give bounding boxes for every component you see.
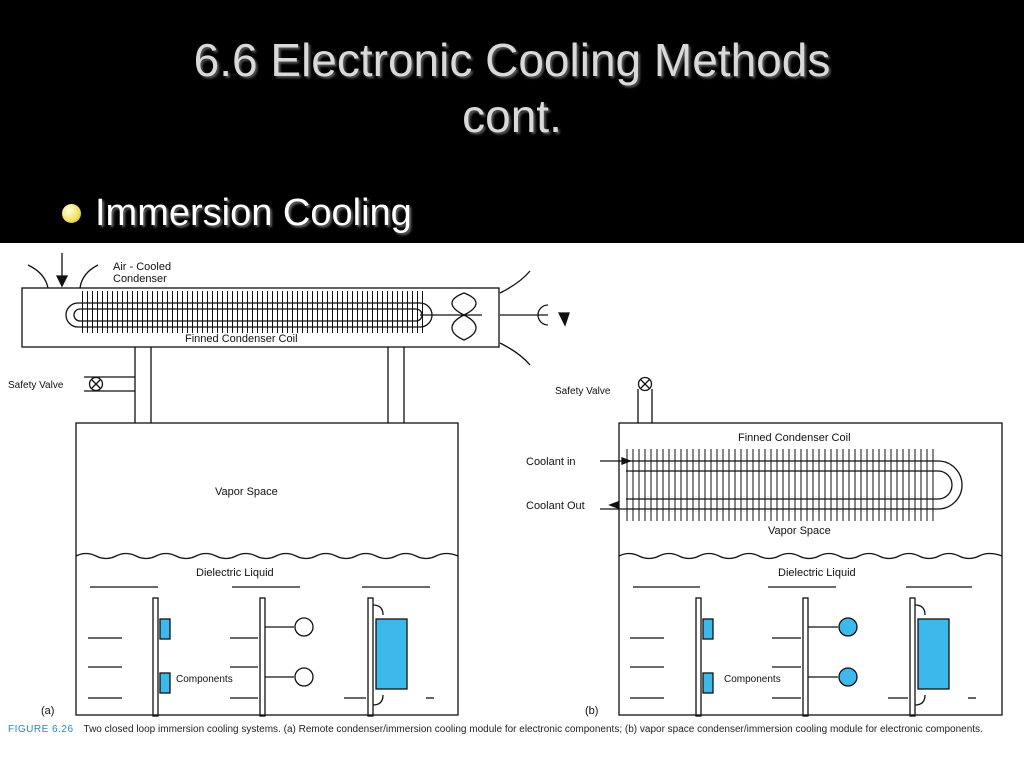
- circuit-board-b1: [695, 597, 702, 717]
- circuit-board-b3: [909, 597, 916, 717]
- component-a5: [375, 618, 408, 690]
- component-b1: [702, 618, 714, 640]
- label-components-a: Components: [176, 674, 233, 685]
- bullet-item: Immersion Cooling: [62, 190, 412, 236]
- figure-caption-text: Two closed loop immersion cooling system…: [83, 724, 983, 735]
- component-a4: [294, 667, 314, 687]
- bullet-text: Immersion Cooling: [95, 192, 412, 234]
- label-figure-b: (b): [585, 705, 598, 717]
- exhaust-curve-upper: [499, 270, 531, 294]
- condenser-coil-outer: [65, 302, 433, 328]
- label-finned-coil-a: Finned Condenser Coil: [185, 333, 298, 345]
- circuit-board-b2: [802, 597, 809, 717]
- label-components-b: Components: [724, 674, 781, 685]
- immersion-cooling-diagram: Air - Cooled Condenser Finned Condenser …: [8, 253, 1003, 717]
- diagram-a: [21, 253, 570, 717]
- safety-valve-b-icon: [637, 376, 653, 392]
- label-air-cooled-1: Air - Cooled: [113, 261, 171, 273]
- condenser-coil-outer-b: [600, 460, 963, 510]
- safety-valve-icon: [88, 376, 104, 392]
- label-safety-valve-b: Safety Valve: [555, 386, 611, 397]
- label-dielectric-b: Dielectric Liquid: [778, 567, 856, 579]
- component-b2: [702, 672, 714, 694]
- fan-blade-lower: [451, 314, 477, 341]
- air-inlet-curve-left: [27, 264, 49, 289]
- liquid-surface-b: [618, 552, 1003, 560]
- exhaust-curve-lower: [499, 342, 531, 366]
- condenser-fins-b: [626, 449, 938, 521]
- diagram-b: [600, 376, 1003, 717]
- component-a1: [159, 618, 171, 640]
- label-finned-coil-b: Finned Condenser Coil: [738, 432, 851, 444]
- component-b5: [917, 618, 950, 690]
- bullet-dot-icon: [62, 203, 81, 223]
- component-b3: [838, 617, 858, 637]
- figure-number: FIGURE 6.26: [8, 724, 74, 735]
- circuit-board-a1: [152, 597, 159, 717]
- label-coolant-out: Coolant Out: [526, 500, 585, 512]
- condenser-coil-inner-b: [626, 470, 953, 500]
- label-air-cooled-2: Condenser: [113, 273, 167, 285]
- label-coolant-in: Coolant in: [526, 456, 576, 468]
- tank-a: [75, 422, 459, 716]
- air-inlet-curve-right: [79, 264, 99, 289]
- exhaust-arrowhead: [557, 312, 570, 327]
- slide-title: 6.6 Electronic Cooling Methods cont.: [0, 32, 1024, 144]
- fan-blade-upper: [451, 292, 477, 316]
- component-a2: [159, 672, 171, 694]
- tank-b: [618, 422, 1003, 716]
- circuit-board-a2: [259, 597, 266, 717]
- label-safety-valve-a: Safety Valve: [8, 380, 64, 391]
- figure-caption: FIGURE 6.26 Two closed loop immersion coo…: [8, 723, 1013, 737]
- circuit-board-a3: [367, 597, 374, 717]
- slide-title-line-2: cont.: [462, 90, 562, 142]
- label-figure-a: (a): [41, 705, 54, 717]
- liquid-surface-a: [75, 552, 459, 560]
- air-inlet-arrowhead: [55, 275, 69, 288]
- condenser-fins: [78, 291, 423, 333]
- label-vapor-space-a: Vapor Space: [215, 486, 278, 498]
- label-dielectric-a: Dielectric Liquid: [196, 567, 274, 579]
- component-a3: [294, 617, 314, 637]
- slide-title-line-1: 6.6 Electronic Cooling Methods: [193, 34, 831, 86]
- coolant-in-arrow: [621, 457, 632, 465]
- air-cooled-condenser-housing: [21, 287, 500, 348]
- label-vapor-space-b: Vapor Space: [768, 525, 831, 537]
- exhaust-rotation-icon: [537, 304, 549, 326]
- coolant-out-arrow: [608, 501, 619, 509]
- figure-panel: Air - Cooled Condenser Finned Condenser …: [0, 243, 1024, 768]
- condenser-coil-inner: [73, 308, 423, 322]
- component-b4: [838, 667, 858, 687]
